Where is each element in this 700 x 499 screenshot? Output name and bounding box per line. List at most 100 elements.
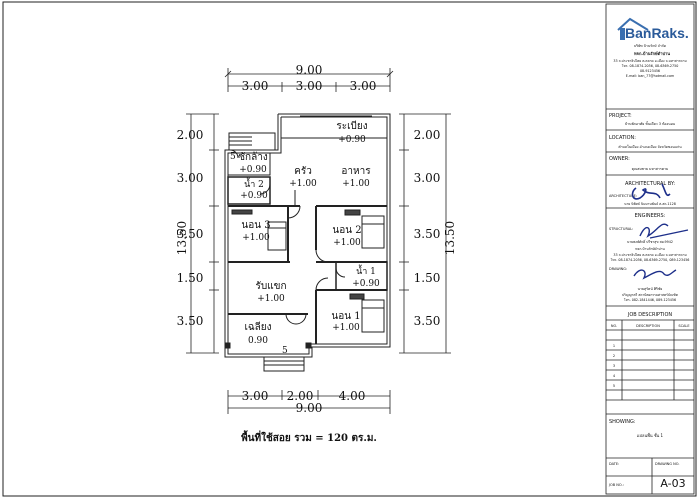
drawing-label: DRAWING:	[609, 267, 627, 271]
engineer-line-1: หจก.บ้านรักษ์ดำปาน	[635, 247, 665, 251]
engineer-name: นายพงษ์ศักดิ์ ปรีชาสุข สย.9942	[627, 239, 673, 245]
dim-right-s4: 1.50	[414, 271, 441, 285]
dim-top-seg3: 3.00	[350, 79, 377, 93]
dining-level: +1.00	[342, 179, 370, 189]
dim-right-total: 13.50	[443, 221, 457, 255]
drawing-no-label: DRAWING NO.	[655, 462, 679, 466]
showing-label: SHOWING:	[609, 419, 636, 425]
dim-bottom-seg3: 4.00	[339, 389, 366, 403]
stair-mark-lower: 5	[282, 346, 288, 356]
date-label: DATE:	[609, 462, 619, 466]
living-level: +1.00	[257, 294, 285, 304]
job-row-2: 2	[613, 354, 615, 358]
job-col-no: NO.	[611, 324, 617, 328]
laundry-name: ซักล้าง	[238, 151, 268, 163]
job-no-label: JOB NO.:	[608, 483, 624, 487]
drawer-line-1: ปริญญาตรี สถาปัตยกรรมศาสตร์บัณฑิต	[622, 292, 678, 297]
dim-left-total: 13.50	[175, 221, 189, 255]
drawing-no: A-03	[660, 477, 685, 490]
dimension-right	[399, 113, 451, 354]
title-block	[605, 3, 695, 495]
job-col-description: DESCRIPTION	[636, 324, 660, 328]
bath-2	[227, 176, 271, 205]
architectural-label: ARCHITECTURAL BY:	[625, 181, 675, 187]
showing-value: แปลนพื้น ชั้น 1	[637, 431, 664, 438]
porch-level: 0.90	[248, 336, 268, 346]
company-line-2: หจก.บ้านรักษ์ดำปาน	[634, 50, 670, 56]
dim-top-seg2: 3.00	[296, 79, 323, 93]
kitchen-level: +1.00	[289, 179, 317, 189]
location-label: LOCATION:	[609, 135, 636, 141]
dim-left-s4: 1.50	[177, 271, 204, 285]
dimension-left	[186, 113, 219, 354]
laundry-level: +0.90	[239, 165, 267, 175]
structural-label: STRUCTURAL:	[609, 227, 633, 231]
bath1-name: น้ำ 1	[356, 264, 376, 277]
bed2-level: +1.00	[333, 238, 361, 248]
dim-left-s3: 3.50	[177, 227, 204, 241]
logo-text: BanRaks.	[625, 25, 689, 41]
dim-right-s2: 3.00	[414, 171, 441, 185]
bed3-level: +1.00	[242, 233, 270, 243]
bed-2-furniture	[361, 215, 385, 249]
job-row-1: 1	[613, 344, 615, 348]
bed-1-furniture	[361, 299, 385, 333]
veranda-level: +0.90	[338, 135, 366, 145]
porch-name: เฉลียง	[244, 321, 271, 333]
dim-top-seg1: 3.00	[242, 79, 269, 93]
area-note: พื้นที่ใช้สอย รวม = 120 ตร.ม.	[241, 430, 377, 444]
location-value: ตำบลในเมือง อำเภอเมือง จังหวัดขอนแก่น	[618, 144, 682, 149]
engineer-line-3: โทร. 08-1874-2056, 08-6369-2750, 089-123…	[611, 257, 690, 262]
job-row-3: 3	[613, 364, 615, 368]
architect-signature	[631, 183, 671, 200]
bath2-name: น้ำ 2	[244, 177, 264, 190]
dimension-top	[224, 68, 394, 92]
dimension-bottom	[227, 390, 391, 414]
bed1-name: นอน 1	[331, 311, 360, 322]
engineer-line-2: 33 ถ.ประชาธิปไตย ต.ตลาด อ.เมือง จ.มหาสาร…	[613, 252, 686, 257]
veranda-name: ระเบียง	[336, 120, 367, 132]
job-header: JOB DESCRIPTION	[627, 312, 673, 318]
company-line-3: 33 ถ.ประชาธิปไตย ต.ตลาด อ.เมือง จ.มหาสาร…	[613, 58, 686, 63]
company-line-5: 08-9123456	[640, 69, 660, 73]
project-label: PROJECT:	[609, 113, 632, 119]
project-value: บ้านพักอาศัย ชั้นเดียว 3 ห้องนอน	[625, 121, 676, 126]
dim-right-s1: 2.00	[414, 128, 441, 142]
job-col-scale: SCALE	[678, 324, 689, 328]
engineers-label: ENGINEERS:	[635, 213, 666, 219]
kitchen-name: ครัว	[294, 166, 312, 177]
dim-right-s3: 3.50	[414, 227, 441, 241]
job-row-5: 5	[613, 384, 615, 388]
bed-3-furniture	[267, 221, 287, 251]
architect-name: นาย นิพิทธ์ นิมมานพันธ์ ส-สถ.1128	[624, 202, 676, 206]
owner-label: OWNER:	[609, 156, 630, 162]
job-row-4: 4	[613, 374, 616, 378]
company-line-6: E-mail: ban_77@hotmail.com	[626, 74, 674, 78]
dim-bottom-seg2: 2.00	[287, 389, 314, 403]
dim-top-total: 9.00	[296, 63, 323, 77]
dining-name: อาหาร	[341, 166, 371, 177]
stair-mark-upper: 5	[230, 152, 236, 162]
engineer-signature	[639, 223, 689, 239]
company-line-1: บริษัท บ้านรักษ์ จำกัด	[634, 44, 666, 48]
architect-label: ARCHITECTURE:	[609, 194, 637, 198]
dim-bottom-seg1: 3.00	[242, 389, 269, 403]
room-labels: ระเบียง +0.90 ซักล้าง +0.90 ครัว +1.00 อ…	[230, 120, 380, 356]
bed1-level: +1.00	[332, 323, 360, 333]
drawer-signature	[633, 269, 677, 280]
dim-bottom-total: 9.00	[296, 401, 323, 415]
bath2-level: +0.90	[240, 191, 268, 201]
dim-left-s5: 3.50	[177, 314, 204, 328]
dim-left-s1: 2.00	[177, 128, 204, 142]
dim-left-s2: 3.00	[177, 171, 204, 185]
bed3-name: นอน 3	[241, 220, 270, 231]
floor-plan	[224, 112, 391, 372]
dim-right-s5: 3.50	[414, 314, 441, 328]
laundry-area	[227, 152, 271, 176]
owner-value: คุณสมชาย มหาสารคาม	[632, 167, 669, 172]
drawer-line-2: โทร. 082-1841446, 089-123456	[624, 297, 676, 302]
front-stair	[263, 356, 305, 372]
bath1-level: +0.90	[352, 279, 380, 289]
company-line-4: โทร. 08-1874-2056, 08-6369-2750	[622, 63, 679, 68]
